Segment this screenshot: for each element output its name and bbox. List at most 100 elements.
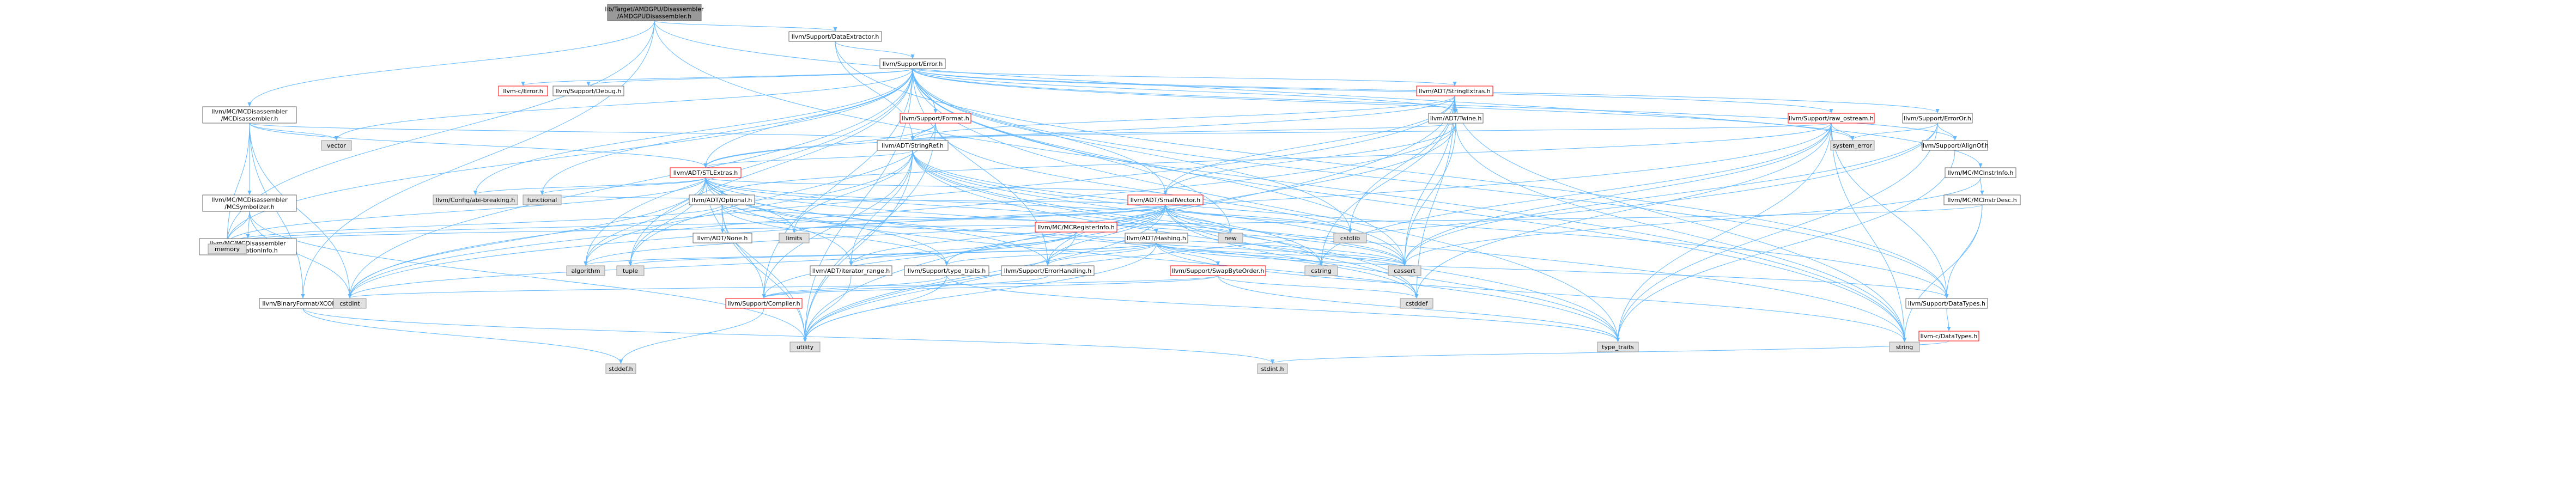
dependency-edge [1321,123,1832,265]
node-swapbyteorder[interactable]: llvm/Support/SwapByteOrder.h [1170,265,1266,276]
edge-path [935,123,1405,265]
node-alignof[interactable]: llvm/Support/AlignOf.h [1921,140,1989,151]
edge-path [947,242,1157,265]
node-label: utility [797,344,814,351]
dependency-edge [1156,242,1905,341]
node-optional[interactable]: llvm/ADT/Optional.h [689,194,755,205]
edge-path [586,150,913,265]
node-mcdisassembler[interactable]: llvm/MC/MCDisassembler/MCDisassembler.h [202,106,297,124]
dependency-edge [764,275,947,298]
dependency-edge [851,150,913,265]
node-adtnone[interactable]: llvm/ADT/None.h [692,233,752,243]
node-label: cstring [1311,267,1332,275]
edge-path [249,123,706,167]
node-label: llvm-c/DataTypes.h [1921,333,1978,340]
edge-path [1165,95,1455,194]
node-mcregisterinfo[interactable]: llvm/MC/MCRegisterInfo.h [1035,222,1117,233]
dependency-edge [1937,123,1955,140]
node-label: new [1224,235,1237,242]
node-stlextras[interactable]: llvm/ADT/STLExtras.h [670,167,742,178]
edge-path [654,20,835,31]
dependency-edge [1980,177,1982,194]
node-box [605,363,636,374]
dependency-edge [1165,95,1455,194]
node-error[interactable]: llvm/Support/Error.h [879,58,946,69]
node-label: llvm/BinaryFormat/XCOFF.h [262,300,343,307]
edge-path [764,275,1218,298]
node-mcsymbolizer[interactable]: llvm/MC/MCDisassembler/MCSymbolizer.h [202,194,297,212]
dependency-edge [706,150,913,167]
node-box [879,58,946,69]
dependency-edge [835,41,913,58]
node-label: llvm/ADT/StringRef.h [882,142,944,149]
dependency-edge [1405,177,1981,265]
node-compiler[interactable]: llvm/Support/Compiler.h [725,298,803,309]
node-mcinstrdesc[interactable]: llvm/MC/MCInstrDesc.h [1943,194,2021,205]
dependency-edge [805,150,913,341]
dependency-edge [249,123,337,140]
dependency-edge [706,123,936,167]
edge-path [912,68,1048,265]
edge-path [1156,242,1218,265]
edge-path [654,20,1905,341]
node-stringextras[interactable]: llvm/ADT/StringExtras.h [1416,86,1493,96]
edge-path [705,177,851,265]
node-box [433,194,518,205]
node-label: /AMDGPUDisassembler.h [617,13,691,20]
node-functional: functional [523,194,562,205]
node-label: functional [527,197,557,204]
node-smallvector[interactable]: llvm/ADT/SmallVector.h [1127,194,1204,205]
dependency-edge [1618,123,1832,341]
node-mcinstrinfo[interactable]: llvm/MC/MCInstrInfo.h [1945,167,2016,178]
dependency-edge [912,150,1947,298]
node-c-datatypes[interactable]: llvm-c/DataTypes.h [1918,331,1979,341]
node-algorithm: algorithm [566,265,605,276]
dependency-edge [794,204,1166,233]
node-hashing[interactable]: llvm/ADT/Hashing.h [1125,233,1188,243]
dependency-edge [654,20,835,31]
dependency-edge [1417,123,1832,298]
node-layer: lib/Target/AMDGPU/Disassembler/AMDGPUDis… [199,4,2021,374]
node-format[interactable]: llvm/Support/Format.h [900,113,971,124]
edge-path [1831,123,1947,298]
node-twine[interactable]: llvm/ADT/Twine.h [1428,113,1484,124]
node-debug[interactable]: llvm/Support/Debug.h [552,86,624,96]
node-dataextractor[interactable]: llvm/Support/DataExtractor.h [788,31,882,42]
edge-path [476,68,913,194]
dependency-edge [805,123,936,341]
node-cstdlib: cstdlib [1333,233,1367,243]
node-stringref[interactable]: llvm/ADT/StringRef.h [877,140,949,151]
edge-path [1156,242,1322,265]
node-label: stdint.h [1261,365,1284,373]
edge-path [1831,123,1852,140]
node-iterator-range[interactable]: llvm/ADT/iterator_range.h [810,265,892,276]
node-errorhandling[interactable]: llvm/Support/ErrorHandling.h [1001,265,1095,276]
edge-path [250,20,655,106]
edge-path [835,41,913,58]
node-label: llvm-c/Error.h [503,88,543,95]
dependency-edge [947,242,1157,265]
dependency-edge [1165,204,1405,265]
dependency-edge [1218,275,1618,341]
node-label: type_traits [1602,344,1634,351]
dependency-edge [1165,204,1350,233]
node-type-traits-h[interactable]: llvm/Support/type_traits.h [904,265,989,276]
node-box [1035,222,1117,233]
node-label: /MCDisassembler.h [221,115,278,123]
node-erroror[interactable]: llvm/Support/ErrorOr.h [1902,113,1973,124]
node-raw-ostream[interactable]: llvm/Support/raw_ostream.h [1788,113,1875,124]
node-c-error[interactable]: llvm-c/Error.h [498,86,548,96]
edge-path [912,68,1955,140]
edge-path [1618,150,1955,341]
node-box [725,298,803,309]
dependency-edge [249,211,350,298]
node-root[interactable]: lib/Target/AMDGPU/Disassembler/AMDGPUDis… [605,4,704,21]
dependency-edge [1831,123,1905,341]
edge-path [805,123,936,341]
node-label: llvm/ADT/Optional.h [692,197,752,204]
node-box [616,265,645,276]
edge-path [1405,123,1832,265]
node-box [689,194,755,205]
dependency-edge [705,177,851,265]
node-datatypes[interactable]: llvm/Support/DataTypes.h [1905,298,1988,309]
